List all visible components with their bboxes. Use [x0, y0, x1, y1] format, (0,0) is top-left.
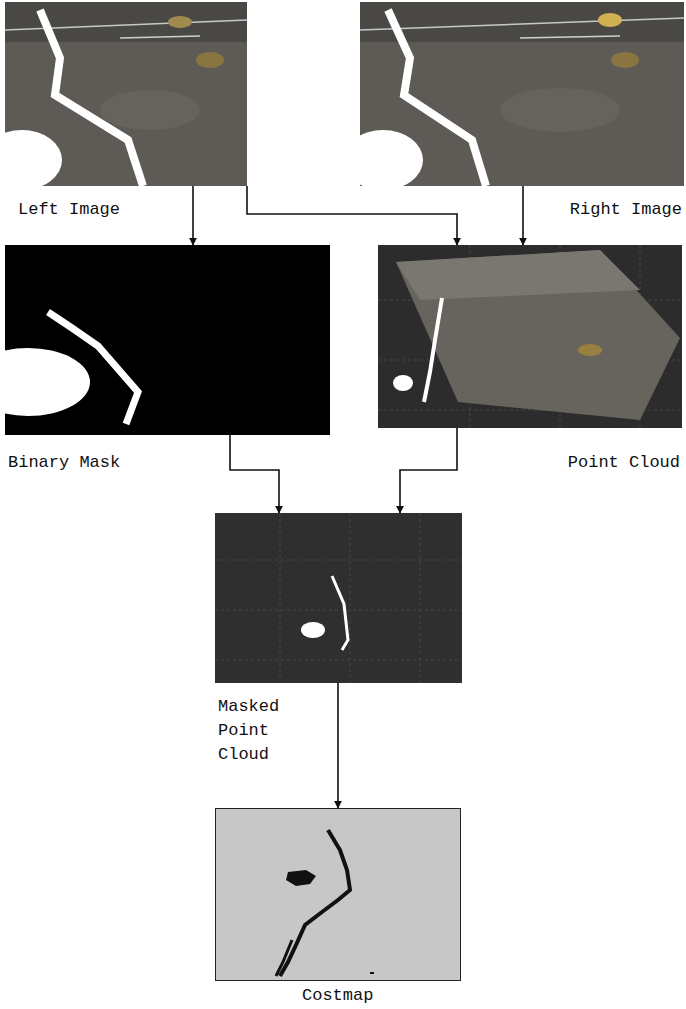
panel-caption: Right Image — [570, 198, 682, 222]
panel-caption: Left Image — [18, 198, 120, 222]
costmap-render — [216, 809, 461, 981]
mask-image — [5, 245, 330, 435]
panel-caption: Binary Mask — [8, 451, 120, 475]
masked-render — [215, 513, 462, 683]
flow-arrow — [337, 683, 339, 808]
right-photo — [360, 2, 684, 186]
image-panel: Masked Point Cloud — [215, 513, 462, 683]
panel-caption: Point Cloud — [568, 451, 680, 475]
panel-caption: Masked Point Cloud — [218, 695, 298, 767]
flow-arrow — [522, 186, 524, 245]
flow-arrow — [247, 186, 457, 245]
image-panel: Costmap — [215, 808, 461, 981]
image-panel: Point Cloud — [378, 245, 682, 428]
cloud-render — [378, 245, 682, 428]
panel-caption: Costmap — [302, 984, 373, 1008]
image-panel: Right Image — [360, 2, 684, 186]
image-panel: Left Image — [5, 2, 247, 186]
flow-arrow — [192, 186, 194, 245]
flow-arrow — [230, 435, 279, 513]
left-photo — [5, 2, 247, 186]
image-panel: Binary Mask — [5, 245, 330, 435]
flow-arrow — [400, 428, 457, 513]
